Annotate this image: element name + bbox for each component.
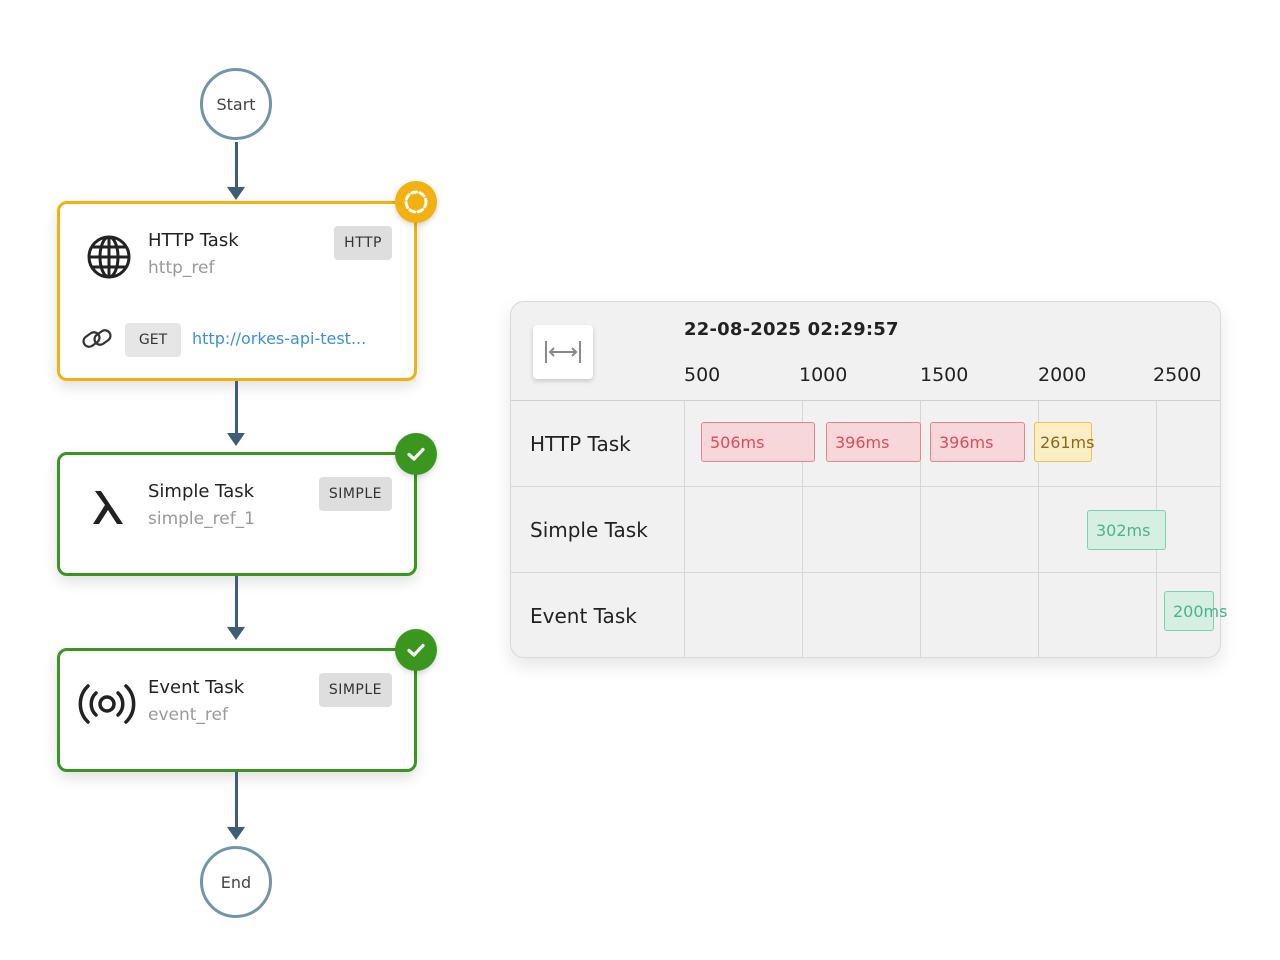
connector-http-simple bbox=[227, 381, 245, 446]
broadcast-icon bbox=[78, 679, 136, 729]
link-icon bbox=[80, 324, 114, 358]
start-node[interactable]: Start bbox=[200, 68, 272, 140]
duration-bar[interactable]: 261ms bbox=[1034, 422, 1094, 462]
event-task-ref: event_ref bbox=[148, 705, 228, 725]
timeline-row-http-task: HTTP Task 506ms 396ms 396ms 261ms bbox=[511, 401, 1220, 487]
completed-status-badge bbox=[395, 629, 437, 671]
http-url-link[interactable]: http://orkes-api-test... bbox=[192, 329, 367, 348]
lambda-icon bbox=[84, 481, 134, 531]
simple-task-title: Simple Task bbox=[148, 481, 255, 502]
end-label: End bbox=[220, 872, 252, 892]
duration-bar[interactable]: 396ms bbox=[826, 422, 921, 462]
timeline-timestamp: 22-08-2025 02:29:57 bbox=[684, 319, 899, 340]
event-type-badge: SIMPLE bbox=[318, 673, 392, 707]
tick-label: 1000 bbox=[799, 364, 848, 386]
grid-line bbox=[802, 400, 803, 657]
simple-task-card[interactable]: Simple Task simple_ref_1 SIMPLE bbox=[57, 452, 417, 576]
tick-label: 2500 bbox=[1153, 364, 1202, 386]
checkmark-icon bbox=[407, 447, 425, 461]
tick-label: 2000 bbox=[1038, 364, 1087, 386]
timeline-row-simple-task: Simple Task 302ms bbox=[511, 487, 1220, 573]
fit-to-width-button[interactable] bbox=[533, 325, 593, 379]
duration-bar[interactable]: 506ms bbox=[701, 422, 815, 462]
duration-bar[interactable]: 200ms bbox=[1164, 591, 1227, 631]
timeline-row-event-task: Event Task 200ms bbox=[511, 573, 1227, 659]
duration-bar[interactable]: 396ms bbox=[930, 422, 1025, 462]
tick-label: 500 bbox=[684, 364, 721, 386]
duration-bar[interactable]: 302ms bbox=[1087, 510, 1166, 550]
http-type-badge: HTTP bbox=[334, 226, 392, 260]
connector-simple-event bbox=[227, 576, 245, 640]
http-task-title: HTTP Task bbox=[148, 230, 239, 251]
execution-timeline: 22-08-2025 02:29:57 500 1000 1500 2000 2… bbox=[510, 301, 1227, 659]
connector-start-http bbox=[227, 142, 245, 200]
grid-line bbox=[1038, 400, 1039, 657]
spinner-icon bbox=[404, 190, 428, 214]
checkmark-icon bbox=[407, 643, 425, 657]
event-task-card[interactable]: Event Task event_ref SIMPLE bbox=[57, 648, 417, 772]
running-status-badge bbox=[395, 181, 437, 223]
start-label: Start bbox=[216, 94, 256, 114]
timeline-header: 22-08-2025 02:29:57 500 1000 1500 2000 2… bbox=[511, 302, 1220, 401]
simple-type-badge: SIMPLE bbox=[318, 477, 392, 511]
row-label: HTTP Task bbox=[530, 432, 631, 456]
grid-line bbox=[920, 400, 921, 657]
http-task-ref: http_ref bbox=[148, 258, 215, 278]
fit-width-icon bbox=[545, 341, 581, 363]
row-label: Simple Task bbox=[530, 518, 648, 542]
simple-task-ref: simple_ref_1 bbox=[148, 509, 255, 529]
http-task-card[interactable]: HTTP Task http_ref HTTP GET http://orkes… bbox=[57, 201, 417, 381]
connector-event-end bbox=[227, 772, 245, 840]
globe-icon bbox=[84, 232, 134, 282]
row-label: Event Task bbox=[530, 604, 637, 628]
completed-status-badge bbox=[395, 433, 437, 475]
http-method-badge: GET bbox=[125, 323, 181, 357]
end-node[interactable]: End bbox=[200, 846, 272, 918]
event-task-title: Event Task bbox=[148, 677, 245, 698]
grid-line bbox=[684, 400, 685, 657]
tick-label: 1500 bbox=[920, 364, 969, 386]
